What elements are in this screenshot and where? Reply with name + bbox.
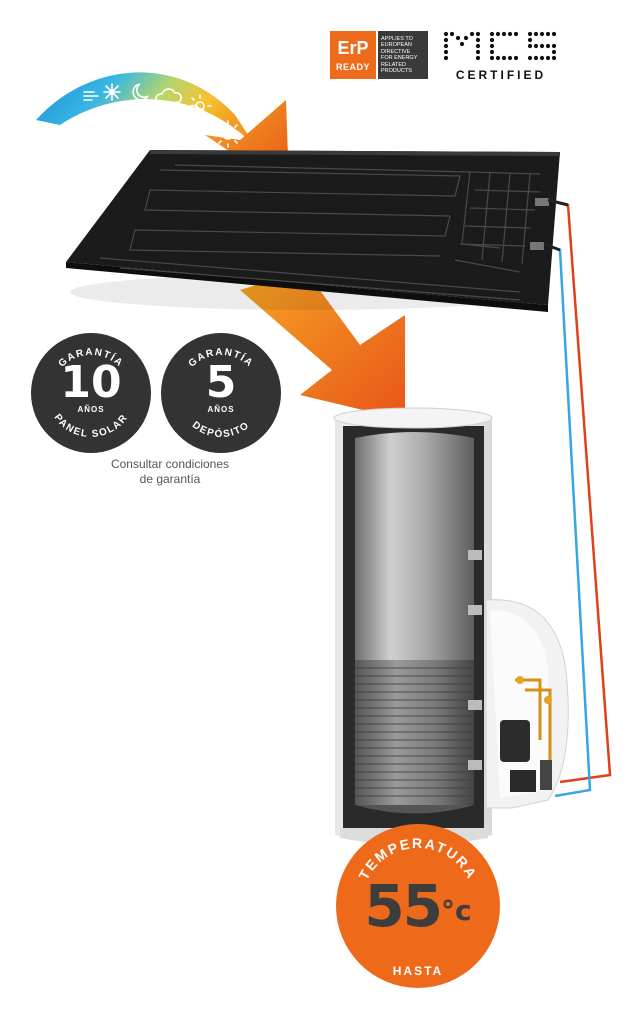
erp-line: DIRECTIVE [381,48,411,55]
mcs-certified-logo: CERTIFIED [442,28,560,84]
mcs-certified-text: CERTIFIED [455,68,547,82]
warranty-panel-badge: GARANTÍA PANEL SOLAR 10 AÑOS [31,333,151,453]
warranty-tank-years: 5 [205,357,237,408]
warranty-conditions-note: Consultar condiciones de garantía [80,457,260,487]
erp-ready-badge: ErP READY APPLIES TO EUROPEAN DIRECTIVE … [330,31,428,79]
wind-icon [83,91,99,101]
heat-pump-unit [485,599,569,809]
temperature-curved-label: TEMPERATURA [355,835,478,882]
temperature-badge: TEMPERATURA 55°c HASTA [336,824,500,988]
moon-icon [132,83,149,101]
temperature-label-bottom: HASTA [392,964,444,978]
conditions-line-2: de garantía [139,472,201,486]
erp-description: APPLIES TO EUROPEAN DIRECTIVE FOR ENERGY… [378,31,428,79]
conditions-line-1: Consultar condiciones [110,457,230,471]
warranty-tank-label-bottom: DEPÓSITO [190,420,250,440]
heat-arrow-large [240,270,405,420]
temperature-value-group: 55°c [336,872,500,940]
erp-line: FOR ENERGY [381,55,418,61]
warranty-panel-curved-labels: GARANTÍA PANEL SOLAR [52,347,131,440]
erp-line: APPLIES TO [381,35,413,42]
heat-exchanger-coil [355,667,474,797]
rain-cloud-icon [155,88,182,113]
sun-icon [214,120,242,148]
warranty-tank-badge: GARANTÍA DEPÓSITO 5 AÑOS [161,333,281,453]
solar-panel [66,150,560,312]
temperature-value: 55 [364,872,443,940]
warranty-panel-label-bottom: PANEL SOLAR [52,412,129,440]
water-tank [333,407,493,845]
erp-line: RELATED [381,61,406,68]
erp-title: ErP [337,38,369,58]
warranty-tank-curved-labels: GARANTÍA DEPÓSITO [187,347,254,440]
warranty-tank-unit: AÑOS [207,405,235,414]
temperature-unit: °c [441,894,472,927]
warranty-panel-years: 10 [60,357,122,408]
mcs-dotted-letters [443,31,557,61]
svg-text:PANEL SOLAR: PANEL SOLAR [52,412,131,440]
erp-ready-text: READY [335,62,370,72]
svg-text:DEPÓSITO: DEPÓSITO [190,420,252,440]
erp-line: EUROPEAN [381,42,412,48]
snowflake-icon [103,83,121,101]
sun-cloud-icon [183,94,212,119]
erp-line: PRODUCTS [381,68,412,74]
warranty-panel-unit: AÑOS [77,405,105,414]
erp-label-block: ErP READY [330,31,376,79]
